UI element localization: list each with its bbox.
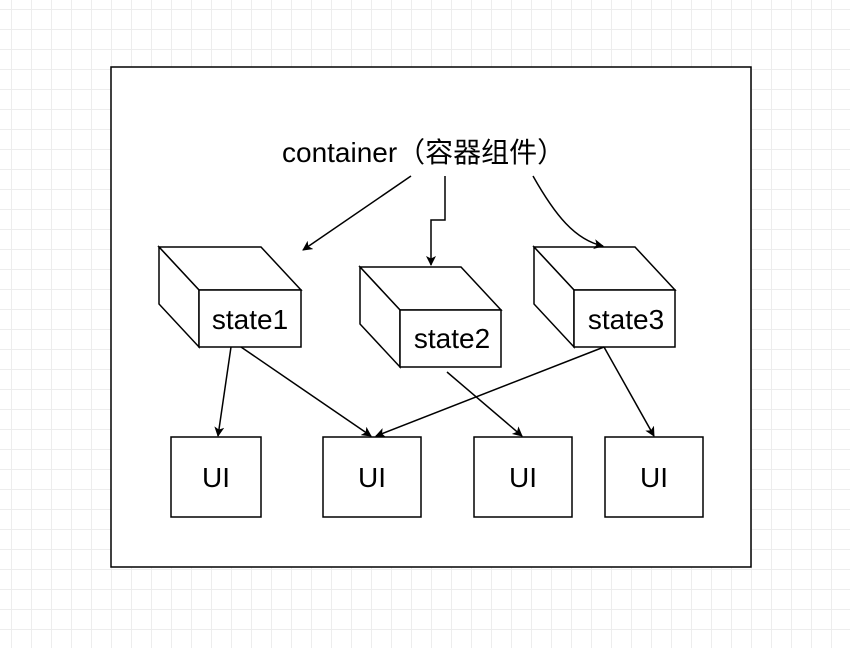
ui-box-1-label: UI <box>202 462 230 493</box>
ui-box-3 <box>473 436 573 518</box>
arrow-container-to-state1 <box>302 175 412 251</box>
ui-box-4-label: UI <box>640 462 668 493</box>
state1-label: state1 <box>212 304 288 335</box>
arrow-state3-to-ui2 <box>375 346 605 438</box>
ui-box-4 <box>604 436 704 518</box>
state3-cube <box>532 245 677 349</box>
ui-box-1 <box>170 436 262 518</box>
arrow-state1-to-ui2 <box>240 346 372 437</box>
ui-box-3-label: UI <box>509 462 537 493</box>
arrow-container-to-state2 <box>426 176 446 266</box>
container-title: container（容器组件） <box>282 137 565 168</box>
state1-cube <box>157 245 303 349</box>
state2-label: state2 <box>414 323 490 354</box>
arrow-state1-to-ui1 <box>214 346 232 437</box>
state2-cube <box>358 265 503 369</box>
ui-box-2-label: UI <box>358 462 386 493</box>
ui-box-2 <box>322 436 422 518</box>
state3-label: state3 <box>588 304 664 335</box>
arrow-state2-to-ui3 <box>446 371 523 437</box>
arrow-state3-to-ui4 <box>603 346 655 437</box>
arrow-container-to-state3 <box>532 175 604 249</box>
